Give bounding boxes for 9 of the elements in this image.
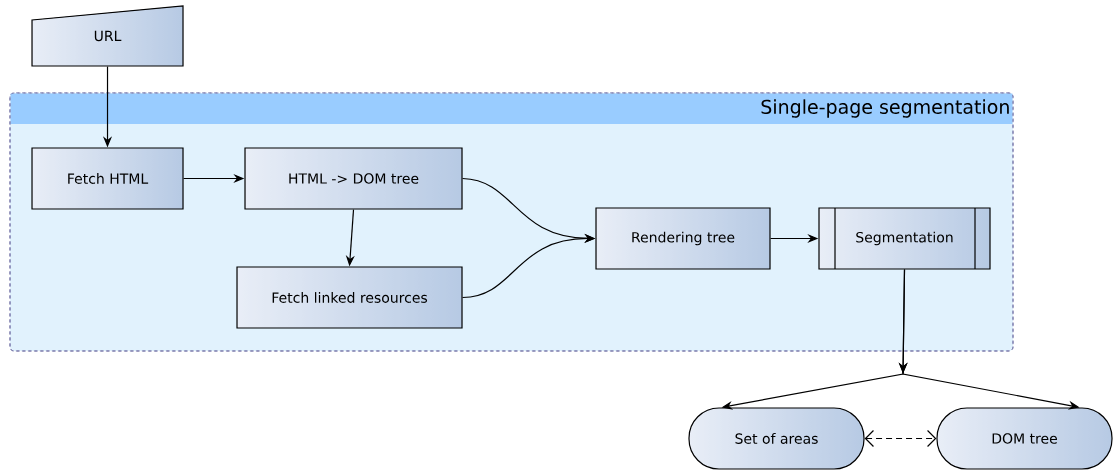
arrow (864, 429, 937, 448)
process-box: Fetch linked resources (236, 266, 463, 329)
process-box: Rendering tree (595, 207, 771, 270)
output-terminal: Set of areas (688, 407, 865, 470)
subprocess-box: Segmentation (818, 207, 991, 270)
output-terminal: DOM tree (936, 407, 1113, 470)
process-box: HTML -> DOM tree (244, 147, 463, 210)
input-box: URL (31, 5, 184, 67)
process-box: Fetch HTML (31, 147, 184, 210)
